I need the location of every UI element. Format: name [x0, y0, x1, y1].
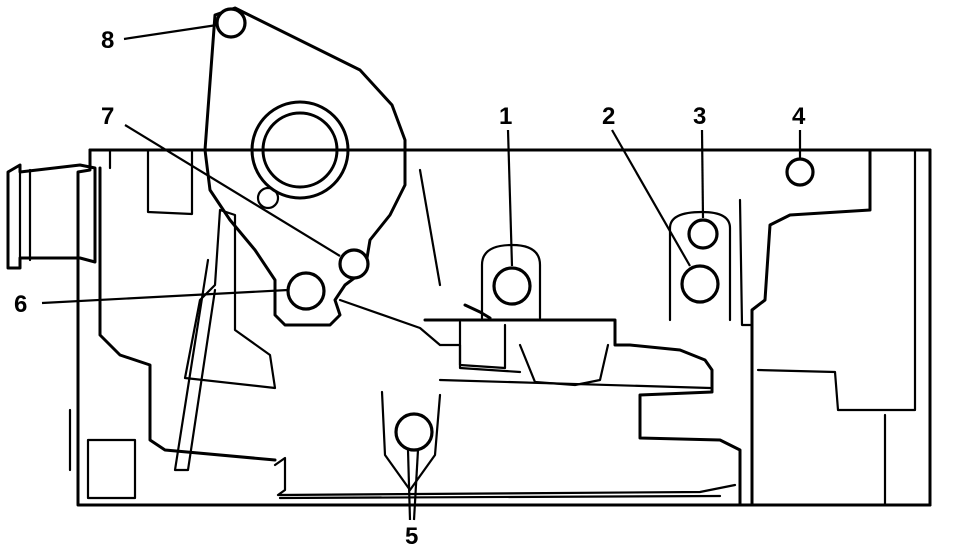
callout-7: 7 [101, 103, 114, 130]
callout-5: 5 [405, 523, 418, 550]
callout-labels: 1 2 3 4 5 6 7 8 [14, 27, 806, 550]
engine-block-outline [76, 148, 932, 507]
bolt-6 [286, 271, 326, 311]
leader-lines [41, 23, 802, 521]
callout-1: 1 [499, 103, 512, 130]
callout-4: 4 [792, 103, 806, 130]
bolt-1 [492, 266, 532, 306]
bolt-2 [680, 264, 720, 304]
leader-6 [41, 288, 289, 305]
leader-5a [406, 449, 412, 521]
bolt-5 [394, 412, 434, 452]
leader-2 [611, 129, 691, 267]
leader-5b [412, 449, 420, 521]
bolt-7 [338, 248, 370, 280]
bolt-3 [687, 218, 719, 250]
callout-2: 2 [602, 103, 615, 130]
thermostat-housing [203, 6, 407, 327]
leader-3 [700, 129, 705, 219]
bolts [215, 7, 815, 452]
bolt-4 [785, 157, 815, 187]
callout-3: 3 [693, 103, 706, 130]
callout-6: 6 [14, 291, 27, 318]
left-casting-details [68, 148, 737, 500]
leader-8 [123, 23, 218, 41]
callout-8: 8 [101, 27, 114, 54]
leader-1 [506, 129, 514, 267]
bolt-8 [215, 7, 247, 39]
coolant-pipe [6, 163, 97, 270]
bolt-bosses [480, 198, 754, 327]
leader-7 [124, 124, 341, 257]
central-casting [338, 168, 742, 507]
